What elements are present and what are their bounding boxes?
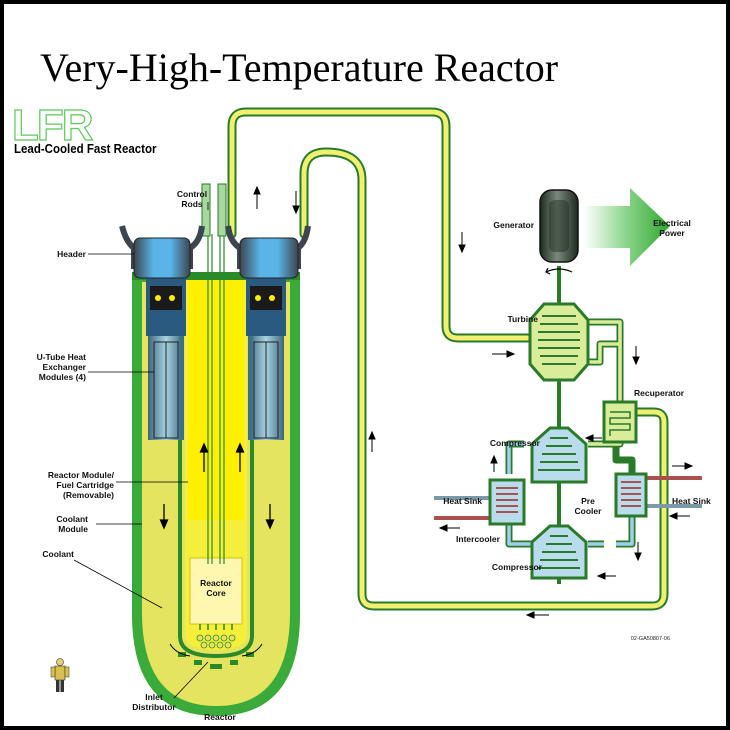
heat-exchanger-left (146, 276, 186, 440)
label-electrical-power-1: Electrical (653, 218, 691, 228)
leader-lines (73, 202, 209, 699)
drawing-number: 02-GA50807-06 (631, 636, 670, 642)
label-control-rods-2: Rods (181, 199, 203, 209)
label-pre-cooler-1: Pre (581, 496, 595, 506)
heat-exchanger-right (246, 276, 286, 440)
label-reactor-core-1: Reactor (200, 578, 232, 588)
diagram-canvas: Control Rods Header U-Tube Heat Exchange… (4, 4, 726, 726)
label-reactor-module-3: (Removable) (63, 490, 114, 500)
electrical-power-arrow (584, 188, 670, 266)
label-reactor-core-2: Core (206, 588, 226, 598)
label-compressor-top: Compressor (490, 438, 541, 448)
label-header: Header (57, 249, 87, 259)
flow-arrows-pipe (253, 185, 549, 619)
label-inlet-distributor-1: Inlet (145, 692, 163, 702)
intercooler (488, 478, 526, 526)
label-pre-cooler-2: Cooler (575, 506, 603, 516)
label-turbine: Turbine (507, 314, 538, 324)
label-heat-sink-right: Heat Sink (672, 496, 711, 506)
label-reactor-module-1: Reactor Module/ (48, 470, 115, 480)
logo-subtitle: Lead-Cooled Fast Reactor (14, 142, 157, 156)
flow-arrows-vessel (159, 442, 275, 530)
label-coolant-module-2: Module (58, 524, 88, 534)
flow-arrows-conversion (438, 346, 694, 580)
hot-leg-pipe (227, 107, 549, 343)
header-left (119, 225, 205, 279)
label-u-tube-1: U-Tube Heat (37, 352, 87, 362)
label-electrical-power-2: Power (659, 228, 685, 238)
label-compressor-bottom: Compressor (492, 562, 543, 572)
generator (539, 189, 579, 275)
header-right (225, 225, 311, 279)
turbine (528, 302, 590, 382)
reactor-diagram: Control Rods Header U-Tube Heat Exchange… (37, 107, 711, 722)
page-title: Very-High-Temperature Reactor (40, 45, 559, 90)
label-reactor-module-2: Fuel Cartridge (56, 480, 114, 490)
pre-cooler (614, 472, 648, 518)
label-control-rods-1: Control (177, 189, 207, 199)
label-u-tube-3: Modules (4) (39, 372, 86, 382)
label-heat-sink-left: Heat Sink (443, 496, 482, 506)
label-coolant: Coolant (42, 549, 74, 559)
label-reactor: Reactor (204, 712, 236, 722)
lfr-logo: LFR (11, 101, 94, 150)
label-generator: Generator (493, 220, 534, 230)
return-pipe (299, 147, 669, 611)
label-recuperator: Recuperator (634, 388, 685, 398)
label-intercooler: Intercooler (456, 534, 501, 544)
labels: Control Rods Header U-Tube Heat Exchange… (37, 189, 711, 722)
label-u-tube-2: Exchanger (43, 362, 87, 372)
label-coolant-module-1: Coolant (56, 514, 88, 524)
person-icon (50, 658, 70, 692)
label-inlet-distributor-2: Distributor (132, 702, 176, 712)
inlet-distributor (196, 634, 236, 649)
compressor-bottom (530, 524, 588, 580)
recuperator (602, 400, 638, 444)
heat-sink-pipes (434, 476, 702, 520)
compressor-top (530, 426, 588, 484)
